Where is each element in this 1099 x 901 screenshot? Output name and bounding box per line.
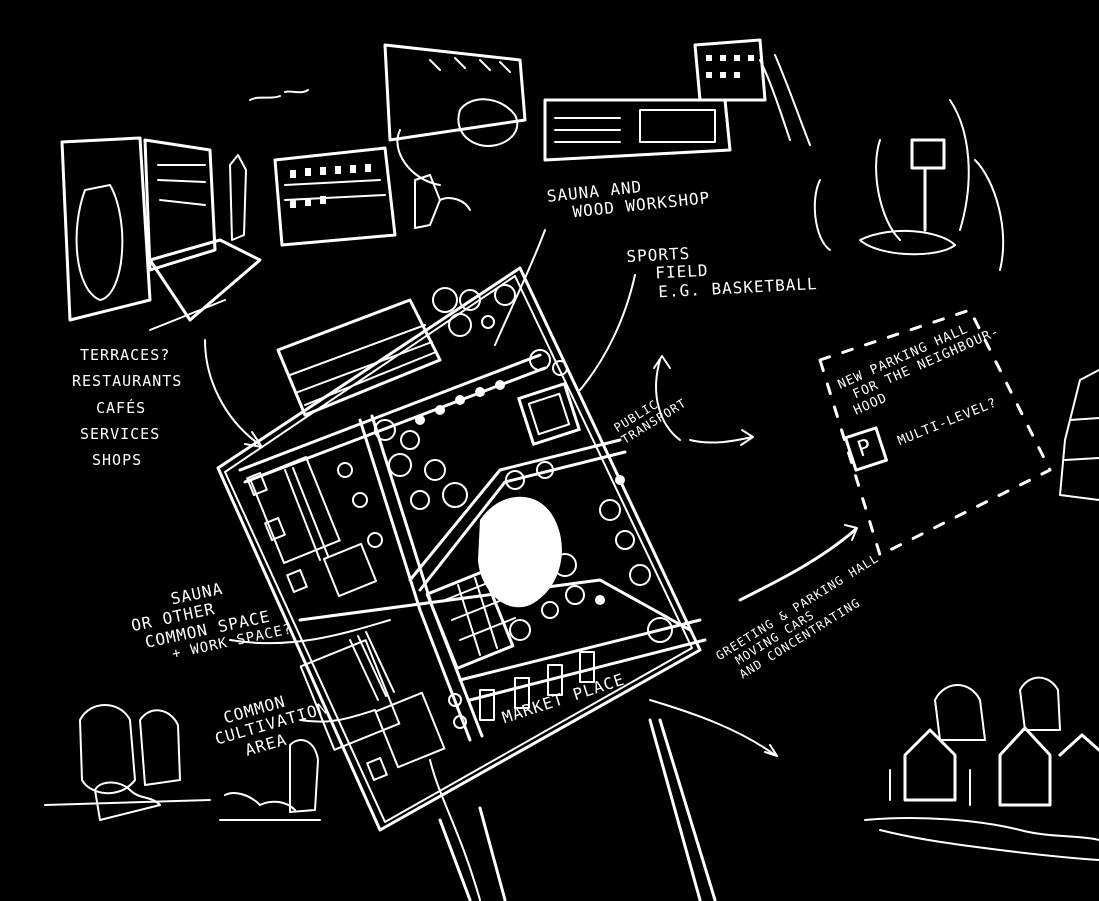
bottom-right-houses <box>864 676 1099 861</box>
parking-hall-box <box>818 308 1052 557</box>
annotation-arrows <box>204 229 858 757</box>
label-terraces: TERRACES? RESTAURANTS CAFÉS SERVICES SHO… <box>72 346 183 469</box>
bottom-left-trees <box>44 704 321 821</box>
top-center-buildings <box>273 38 811 247</box>
top-left-buildings <box>60 89 309 331</box>
label-sports-field: SPORTS FIELD E.G. BASKETBALL <box>625 243 819 302</box>
site-plan <box>216 266 717 901</box>
right-edge-building <box>1059 369 1099 501</box>
top-right-basketball <box>813 99 1005 271</box>
